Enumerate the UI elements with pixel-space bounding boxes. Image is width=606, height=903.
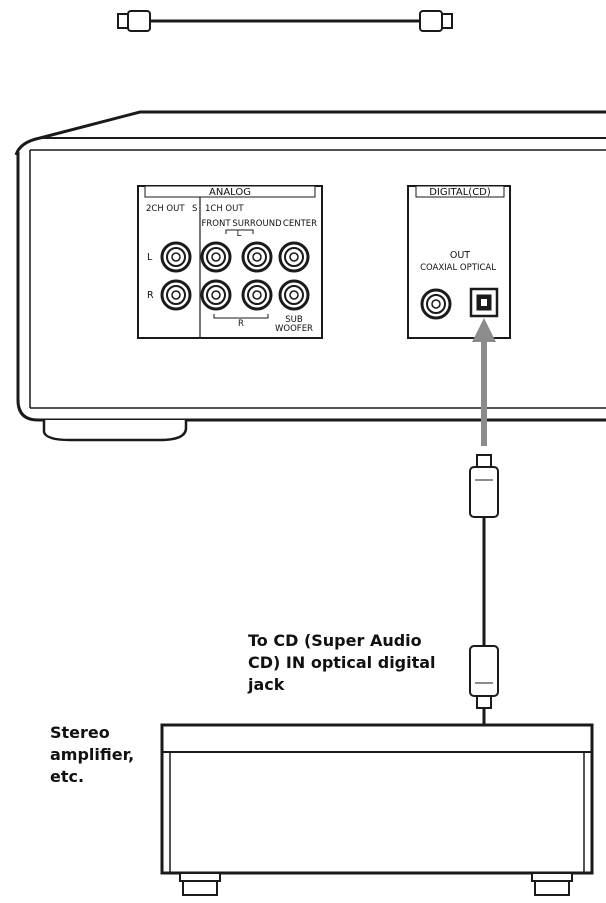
- player-chassis: [14, 110, 606, 422]
- rca-jack-front-r: [200, 279, 232, 311]
- analog-title: ANALOG: [209, 187, 251, 198]
- label-front: FRONT: [201, 219, 231, 229]
- label-s-mark: S: [192, 204, 197, 214]
- amplifier-foot-right: [531, 872, 573, 896]
- rca-jack-surround-r: [241, 279, 273, 311]
- label-r-channel: R: [147, 290, 154, 301]
- amplifier-note-line-1: Stereo: [50, 723, 110, 742]
- player-foot: [42, 420, 188, 442]
- label-l-channel: L: [147, 252, 153, 263]
- digital-panel: [407, 185, 511, 339]
- label-r-bracket: R: [238, 319, 244, 329]
- label-coaxial-optical: COAXIAL OPTICAL: [420, 263, 496, 273]
- analog-panel: [137, 185, 323, 339]
- digital-title: DIGITAL(CD): [429, 187, 491, 198]
- amplifier-note: Stereo amplifier, etc.: [50, 722, 150, 788]
- rca-jack-2ch-l: [160, 241, 192, 273]
- rca-jack-surround-l: [241, 241, 273, 273]
- cd-input-note: To CD (Super Audio CD) IN optical digita…: [248, 630, 478, 696]
- label-sub: SUB: [285, 315, 303, 325]
- cd-input-note-line-1: To CD (Super Audio: [248, 631, 422, 650]
- label-surround: SURROUND: [232, 219, 282, 229]
- rca-jack-center: [278, 241, 310, 273]
- amplifier-foot-left: [179, 872, 221, 896]
- cd-input-note-line-2: CD) IN optical digital: [248, 653, 436, 672]
- optical-cable-upper-plug: [469, 454, 499, 518]
- label-out: OUT: [450, 250, 470, 261]
- label-woofer: WOOFER: [275, 324, 313, 334]
- label-center: CENTER: [283, 219, 317, 229]
- rca-jack-subwoofer: [278, 279, 310, 311]
- optical-cable-lower-plug: [469, 645, 499, 709]
- label-1ch-out: 1CH OUT: [205, 204, 244, 214]
- cd-input-note-line-3: jack: [248, 675, 285, 694]
- amplifier-note-line-2: amplifier,: [50, 745, 135, 764]
- coaxial-jack: [420, 288, 452, 320]
- rca-jack-front-l: [200, 241, 232, 273]
- optical-cable-icon: [117, 10, 453, 32]
- optical-jack: [469, 287, 499, 318]
- label-2ch-out: 2CH OUT: [146, 204, 185, 214]
- amplifier-note-line-3: etc.: [50, 767, 85, 786]
- stereo-amplifier: [160, 723, 594, 875]
- label-l-bracket: L: [237, 229, 242, 239]
- connection-arrow: [472, 318, 496, 446]
- rca-jack-2ch-r: [160, 279, 192, 311]
